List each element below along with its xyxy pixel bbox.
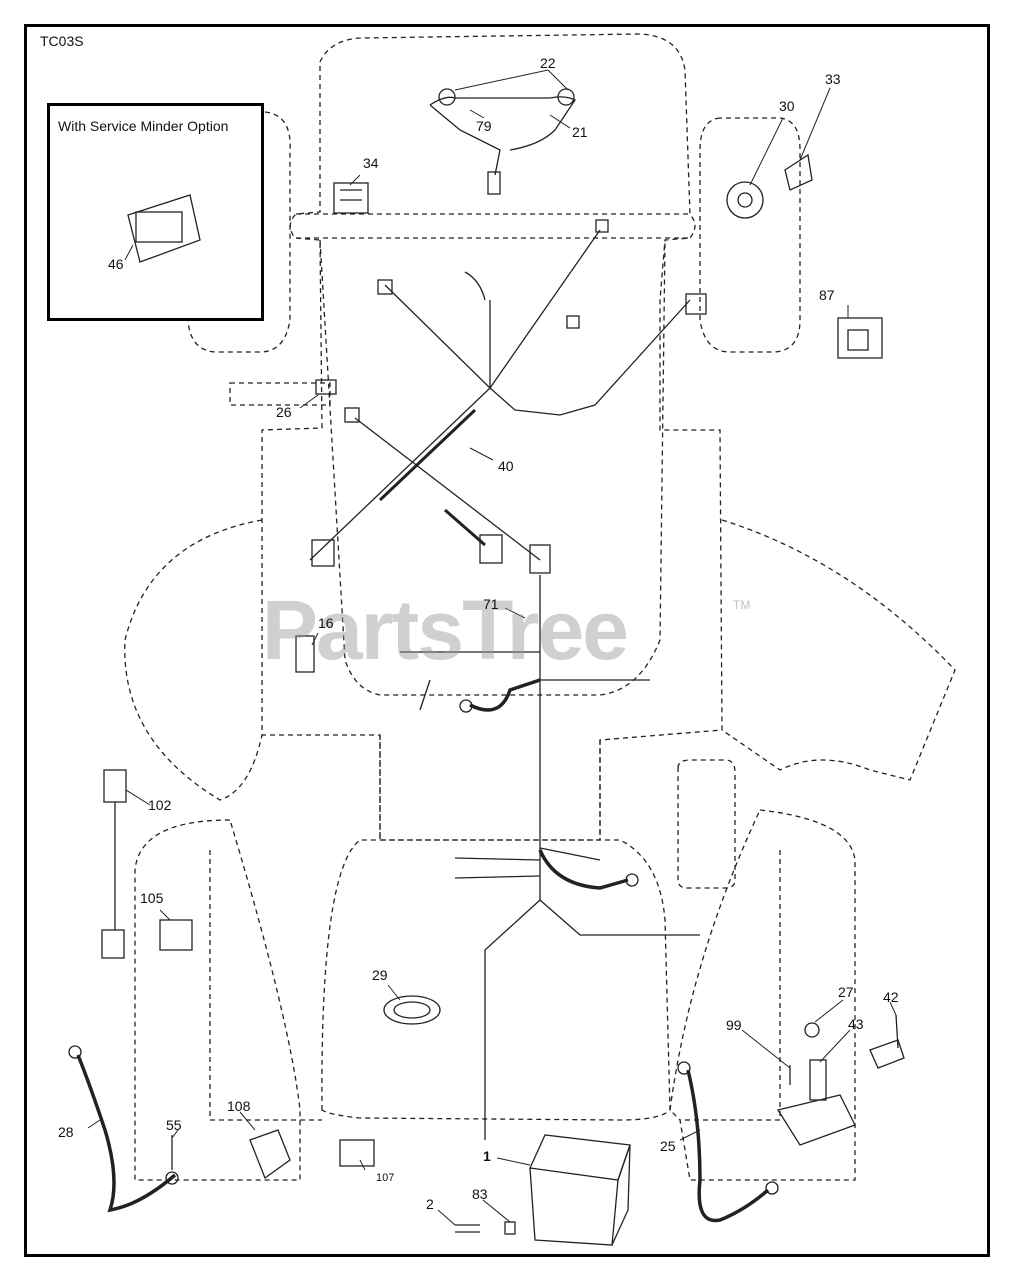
callout-102: 102: [148, 797, 172, 813]
callout-87: 87: [819, 287, 835, 303]
callout-83: 83: [472, 1186, 488, 1202]
callout-33: 33: [825, 71, 841, 87]
callout-30: 30: [779, 98, 795, 114]
callout-40: 40: [498, 458, 514, 474]
leader-lines: [87, 69, 897, 1226]
callout-42: 42: [883, 989, 899, 1005]
callout-105: 105: [140, 890, 164, 906]
tractor-outline: [124, 33, 956, 1181]
callout-28: 28: [58, 1124, 74, 1140]
callout-26: 26: [276, 404, 292, 420]
callout-55: 55: [166, 1117, 182, 1133]
main-harness: [309, 229, 700, 1140]
callout-46: 46: [108, 256, 124, 272]
callout-2: 2: [426, 1196, 434, 1212]
callout-107: 107: [376, 1172, 395, 1184]
inset-title: With Service Minder Option: [58, 118, 229, 134]
callout-25: 25: [660, 1138, 676, 1154]
callout-27: 27: [838, 984, 854, 1000]
trademark-mark: TM: [733, 598, 751, 612]
callout-79: 79: [476, 118, 492, 134]
diagram-code: TC03S: [40, 33, 84, 49]
callout-21: 21: [572, 124, 588, 140]
callout-99: 99: [726, 1017, 742, 1033]
callout-71: 71: [483, 596, 499, 612]
callout-22: 22: [540, 55, 556, 71]
battery-cables: [76, 678, 770, 1223]
callout-43: 43: [848, 1016, 864, 1032]
watermark: PartsTree: [262, 583, 629, 677]
callout-108: 108: [227, 1098, 251, 1114]
callout-29: 29: [372, 967, 388, 983]
callout-1: 1: [483, 1148, 491, 1164]
callout-16: 16: [318, 615, 334, 631]
callout-34: 34: [363, 155, 379, 171]
harness-sleeve: [378, 408, 486, 547]
